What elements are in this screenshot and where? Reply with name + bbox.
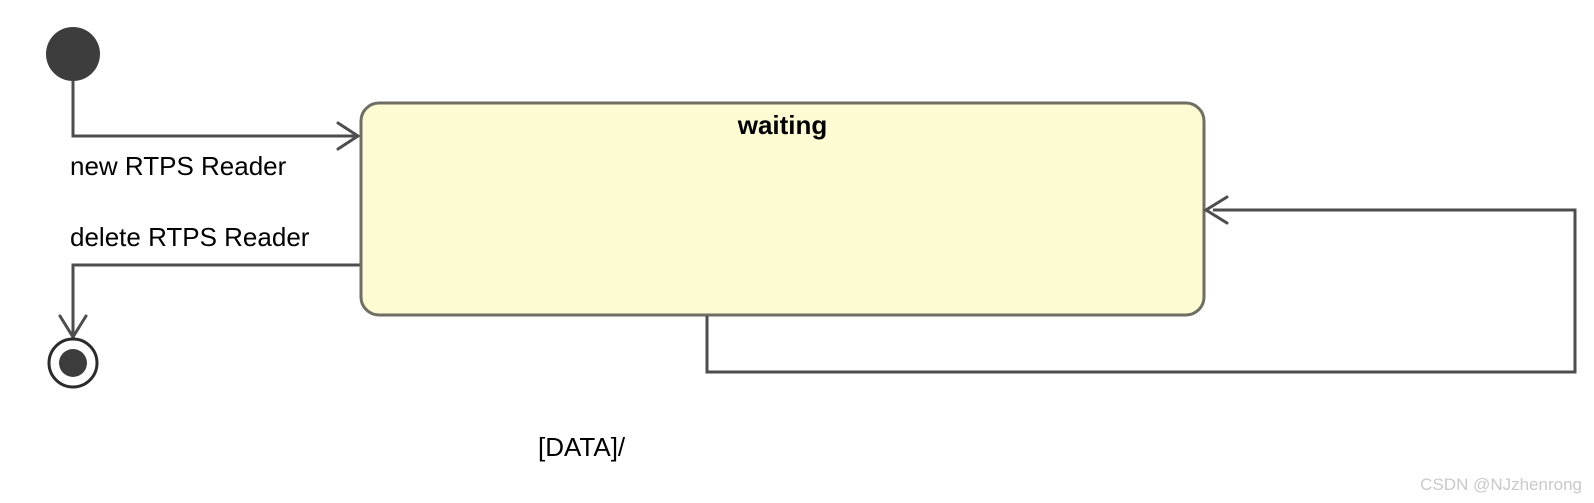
transition-waiting-to-final-line	[71, 263, 360, 334]
waiting-state-box[interactable]	[359, 101, 1206, 317]
transition-initial-to-waiting-line	[71, 81, 355, 138]
transition-label-delete-rtps-reader: delete RTPS Reader	[70, 222, 310, 252]
arrowhead-into-waiting-left	[336, 121, 361, 151]
initial-state-node[interactable]	[46, 27, 100, 81]
arrowhead-into-final-state	[58, 314, 88, 340]
transition-self-loop-line	[705, 208, 1577, 374]
final-state-inner-dot	[59, 349, 87, 377]
transition-label-self-loop: [DATA]/ a_change := DATA RHC::add_change…	[538, 357, 915, 503]
waiting-state-title: waiting	[737, 110, 828, 140]
arrowhead-into-waiting-right	[1203, 195, 1229, 225]
watermark-text: CSDN @NJzhenrong	[1420, 475, 1582, 494]
self-loop-guard: [DATA]/	[538, 432, 626, 462]
transition-label-new-rtps-reader: new RTPS Reader	[70, 151, 287, 181]
